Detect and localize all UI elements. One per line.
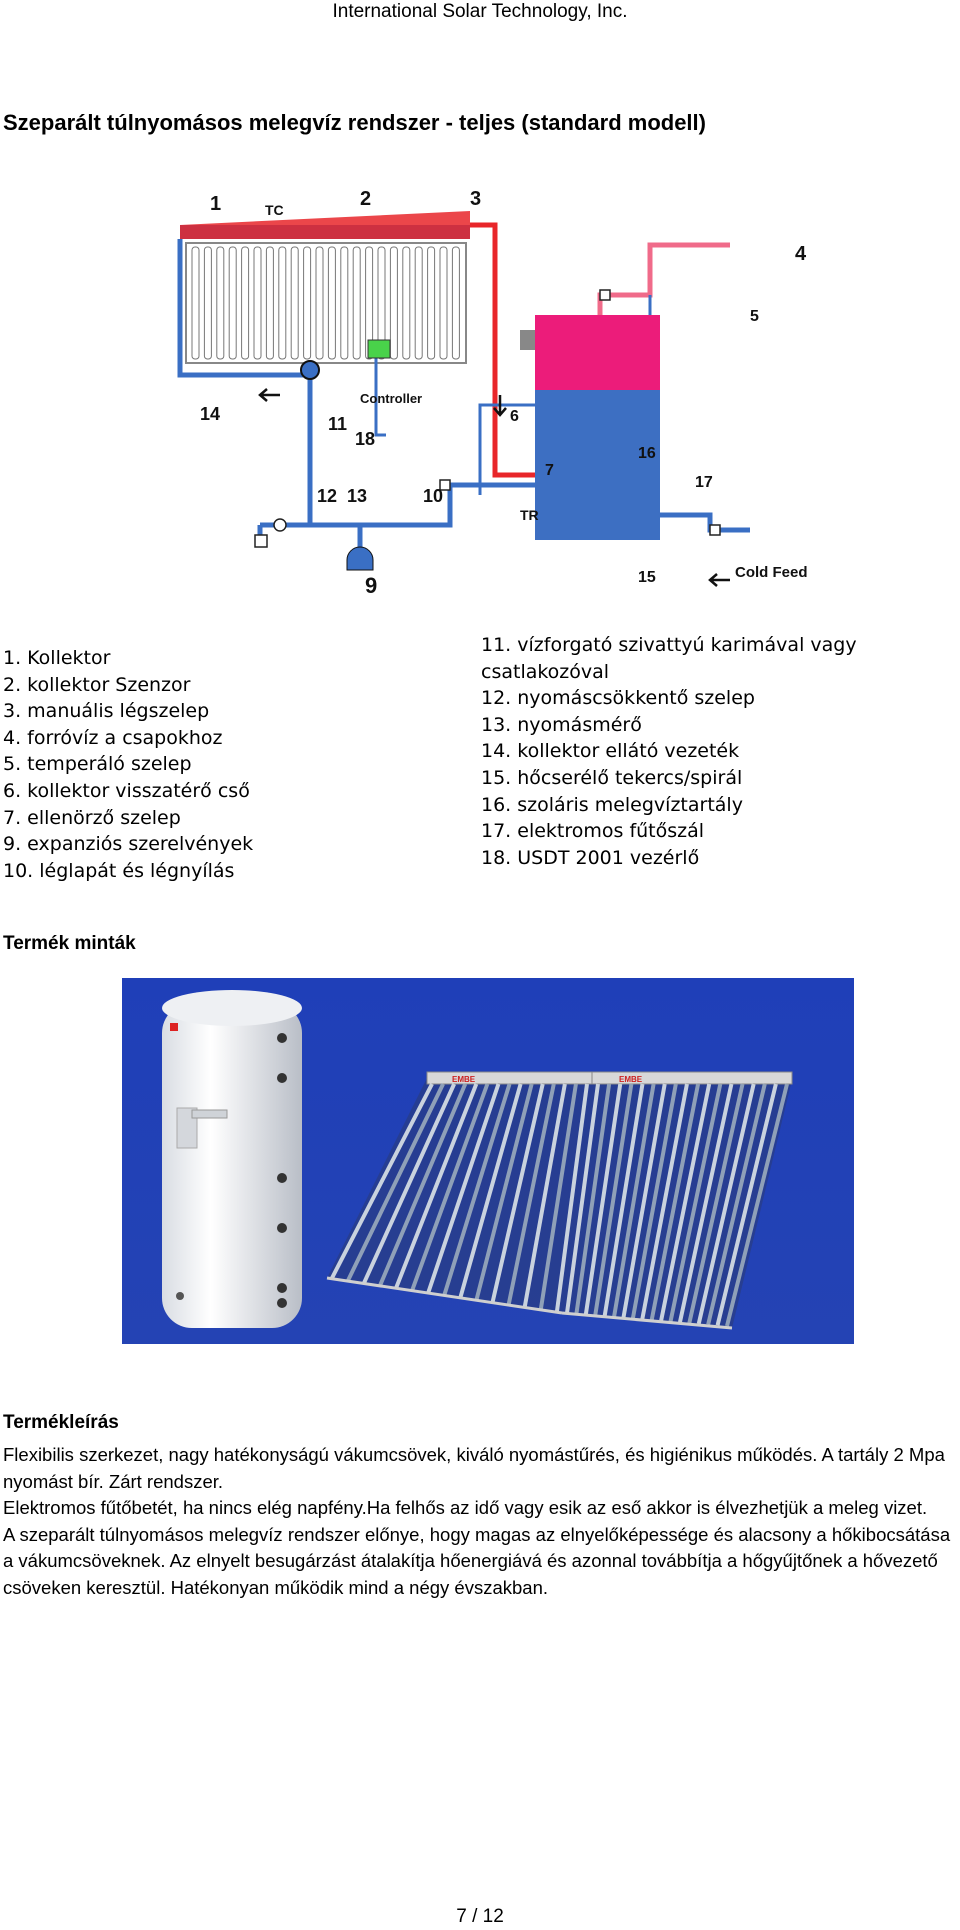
description-paragraph: Elektromos fűtőbetét, ha nincs elég napf… xyxy=(3,1495,955,1522)
vacuum-tube xyxy=(291,247,298,359)
diagram-label-2: 2 xyxy=(360,188,371,210)
product-photo: EMBE EMBE xyxy=(122,978,854,1344)
vacuum-tube xyxy=(415,247,422,359)
samples-heading: Termék minták xyxy=(3,933,136,955)
legend-item: 1. Kollektor xyxy=(3,645,473,672)
vacuum-tube xyxy=(353,247,360,359)
description-paragraph: Flexibilis szerkezet, nagy hatékonyságú … xyxy=(3,1442,955,1495)
diagram-label-6: 6 xyxy=(510,408,519,425)
legend-item: 11. vízforgató szivattyú karimával vagy … xyxy=(481,632,941,685)
collector xyxy=(180,211,470,363)
legend-right: 11. vízforgató szivattyú karimával vagy … xyxy=(481,632,941,871)
vacuum-tube xyxy=(217,247,224,359)
storage-tank xyxy=(520,315,660,540)
vacuum-tube xyxy=(192,247,199,359)
vacuum-tube xyxy=(316,247,323,359)
pump xyxy=(301,361,319,379)
vacuum-tube xyxy=(428,247,435,359)
controller-box xyxy=(368,340,390,358)
legend-item: 16. szoláris melegvíztartály xyxy=(481,792,941,819)
legend-item: 6. kollektor visszatérő cső xyxy=(3,778,473,805)
diagram-label-tr: TR xyxy=(520,507,539,523)
description-heading: Termékleírás xyxy=(3,1412,119,1434)
vacuum-tube xyxy=(229,247,236,359)
vacuum-tube xyxy=(204,247,211,359)
legend-item: 17. elektromos fűtőszál xyxy=(481,818,941,845)
legend-item: 10. léglapát és légnyílás xyxy=(3,858,473,885)
description-paragraph: A szeparált túlnyomásos melegvíz rendsze… xyxy=(3,1522,955,1602)
legend-item: 7. ellenörző szelep xyxy=(3,805,473,832)
vacuum-tube xyxy=(254,247,261,359)
vacuum-tube xyxy=(242,247,249,359)
legend-item: 14. kollektor ellátó vezeték xyxy=(481,738,941,765)
legend-item: 3. manuális légszelep xyxy=(3,698,473,725)
legend-item: 13. nyomásmérő xyxy=(481,712,941,739)
page-title: Szeparált túlnyomásos melegvíz rendszer … xyxy=(3,110,706,136)
page-number: 7 / 12 xyxy=(0,1906,960,1928)
diagram-label-10: 10 xyxy=(423,486,443,506)
vacuum-tube xyxy=(279,247,286,359)
system-diagram: 1 TC 2 3 4 5 6 7 Controller 18 11 14 12 … xyxy=(150,185,840,605)
diagram-label-13: 13 xyxy=(347,486,367,506)
vacuum-tube xyxy=(266,247,273,359)
diagram-label-3: 3 xyxy=(470,188,481,210)
brand-label-left: EMBE xyxy=(452,1075,476,1084)
legend-item: 12. nyomáscsökkentő szelep xyxy=(481,685,941,712)
vacuum-tube xyxy=(328,247,335,359)
vacuum-tube xyxy=(403,247,410,359)
diagram-label-cold-feed: Cold Feed xyxy=(735,564,808,581)
legend-item: 5. temperáló szelep xyxy=(3,751,473,778)
diagram-label-15: 15 xyxy=(638,569,656,586)
legend-item: 4. forróvíz a csapokhoz xyxy=(3,725,473,752)
vacuum-tube xyxy=(304,247,311,359)
diagram-label-1: 1 xyxy=(210,193,221,215)
legend-item: 18. USDT 2001 vezérlő xyxy=(481,845,941,872)
diagram-label-9: 9 xyxy=(365,573,377,598)
diagram-label-17: 17 xyxy=(695,474,713,491)
diagram-label-12: 12 xyxy=(317,486,337,506)
diagram-label-controller: Controller xyxy=(360,391,422,406)
diagram-label-11: 11 xyxy=(328,414,347,434)
diagram-label-5: 5 xyxy=(750,308,759,325)
diagram-label-16: 16 xyxy=(638,445,656,462)
diagram-label-4: 4 xyxy=(795,243,807,265)
diagram-label-tc: TC xyxy=(265,202,284,218)
legend-item: 2. kollektor Szenzor xyxy=(3,672,473,699)
page-header: International Solar Technology, Inc. xyxy=(0,0,960,24)
vacuum-tube xyxy=(341,247,348,359)
legend-item: 15. hőcserélő tekercs/spirál xyxy=(481,765,941,792)
storage-tank-photo xyxy=(162,990,302,1328)
diagram-label-14: 14 xyxy=(200,404,220,424)
expansion-vessel xyxy=(347,547,373,570)
diagram-label-7: 7 xyxy=(545,462,554,479)
diagram-label-18: 18 xyxy=(355,429,375,449)
product-description: Flexibilis szerkezet, nagy hatékonyságú … xyxy=(3,1442,955,1602)
legend-item: 9. expanziós szerelvények xyxy=(3,831,473,858)
brand-label-right: EMBE xyxy=(619,1075,643,1084)
vacuum-tube xyxy=(440,247,447,359)
legend-left: 1. Kollektor 2. kollektor Szenzor 3. man… xyxy=(3,645,473,884)
vacuum-tube xyxy=(452,247,459,359)
vacuum-tube xyxy=(390,247,397,359)
